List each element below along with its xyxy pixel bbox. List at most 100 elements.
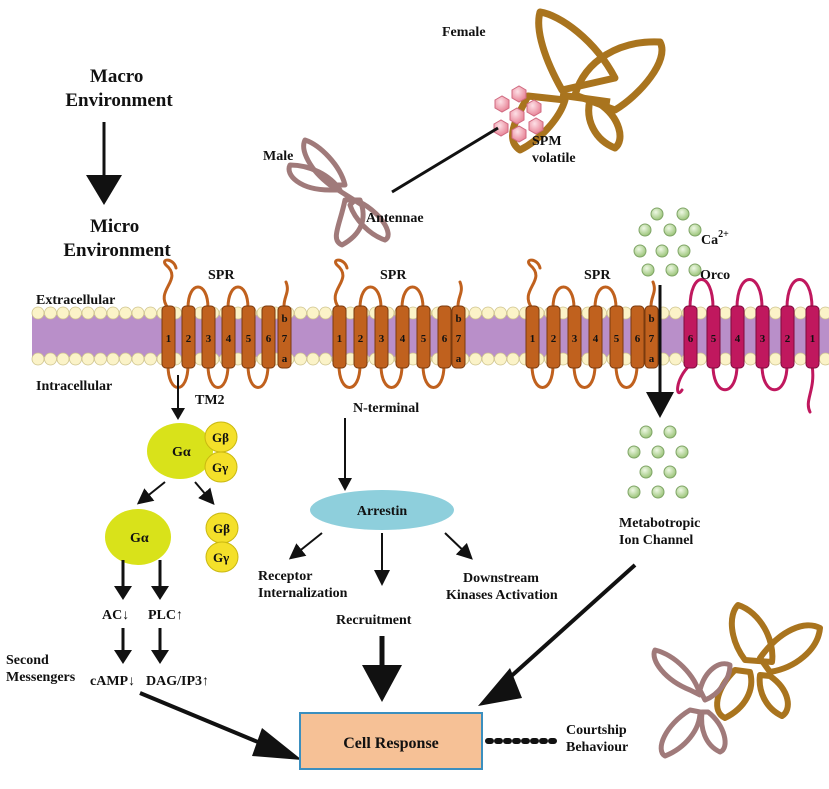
macro-label: Macro Environment [65,66,173,111]
g-beta-gamma-free: Gβ Gγ [205,512,239,573]
receptor-extracellular-loop [358,285,383,310]
antennae-label: Antennae [366,211,424,226]
orco-loop [735,278,764,310]
messengers-to-response-arrowhead [252,728,302,760]
lipid-head [469,306,482,320]
transmembrane-helix [374,305,389,369]
receptor-intracellular-loop [530,363,555,389]
receptor-n-terminal [162,258,178,310]
helix-number: 3 [572,333,578,345]
spr-label-2: SPR [380,268,407,283]
lipid-head [494,306,507,320]
transmembrane-helix-7 [451,305,466,369]
helix7-loop [282,280,289,308]
transmembrane-helix [353,305,368,369]
orco-loop [688,278,715,310]
lipid-head [294,306,307,320]
receptor-intracellular-loop [206,363,230,389]
orco-helix [780,305,795,369]
transmembrane-helix [181,305,196,369]
helix7-part: a [649,353,655,365]
split-arrow-right [194,481,215,506]
recruitment-label: Recruitment [336,613,412,628]
lipid-head [481,352,495,366]
plc-label: PLC↑ [148,608,183,623]
orco-helix [755,305,770,369]
transmembrane-helix [261,305,276,369]
tm2-label: TM2 [195,393,225,408]
transmembrane-helix [221,305,236,369]
lipid-head [81,306,95,320]
spr-label-1: SPR [208,268,235,283]
spr-label-3: SPR [584,268,611,283]
micro-label: Micro Environment [63,216,171,261]
lipid-head [69,352,82,366]
helix-number: 2 [358,333,364,345]
plc-arrow-head [151,586,169,600]
lipid-head [319,352,332,366]
male-moth-icon [286,137,391,248]
courtship-female-moth-icon [714,602,823,721]
transmembrane-helix [525,305,540,369]
orco-helix-number: 1 [810,333,816,345]
camp-label: cAMP↓ [90,674,135,689]
pheromone-molecules [493,85,544,143]
orco-loop [711,363,739,392]
g-beta-label: Gβ [212,430,229,445]
receptor-intracellular-loop [337,363,362,389]
receptor-intracellular-loop [379,363,404,389]
dag-arrow-head [151,650,169,664]
orco-loop [785,278,814,310]
macro-micro-arrow-head [86,175,122,205]
orco-label: Orco [700,268,730,283]
orco-helix-number: 4 [735,333,741,345]
lipid-head [106,352,120,366]
receptor-intracellular-loop [614,363,639,389]
lipid-head [506,306,520,320]
helix-number: 6 [635,333,641,345]
g-beta-free-label: Gβ [213,521,230,536]
female-label: Female [442,25,486,40]
cell-response-box: Cell Response [299,712,483,770]
lipid-head [56,306,70,320]
lipid-head [506,352,520,366]
split-arrow-left [136,481,166,505]
g-alpha-free: Gα [105,509,171,565]
receptor-extracellular-loop [551,285,576,310]
receptor-to-arrestin-arrowhead [338,478,352,491]
orco-helix-number: 2 [785,333,791,345]
receptor-extracellular-loop [593,285,618,310]
helix-number: 1 [530,333,536,345]
transmembrane-helix [546,305,561,369]
n-terminal-label: N-terminal [353,401,419,416]
helix7-part: 7 [456,333,462,345]
g-gamma-label: Gγ [212,460,228,475]
camp-arrow-head [114,650,132,664]
helix-number: 1 [166,333,172,345]
recruitment-arrow-head [362,665,402,702]
lipid-head [131,306,145,320]
receptor-n-terminal [333,258,349,310]
lipid-head [44,306,57,320]
helix-number: 4 [400,333,406,345]
helix-number: 4 [593,333,599,345]
helix-number: 5 [614,333,620,345]
transmembrane-helix [395,305,410,369]
lipid-head [31,352,45,366]
helix-number: 4 [226,333,232,345]
transmembrane-helix [437,305,452,369]
g-gamma-free-label: Gγ [213,550,229,565]
receptor-intracellular-loop [572,363,597,389]
spr-receptor-2-helix7: b7a [451,280,466,369]
helix-number: 2 [186,333,192,345]
extracellular-label: Extracellular [36,293,115,308]
lipid-head [769,306,782,320]
receptor-to-gprotein-arrowhead [171,408,185,420]
spm-label: SPM volatile [532,134,576,166]
lipid-head [94,306,107,320]
receptor-extracellular-loop [186,285,210,310]
calcium-ions-top [633,207,702,277]
